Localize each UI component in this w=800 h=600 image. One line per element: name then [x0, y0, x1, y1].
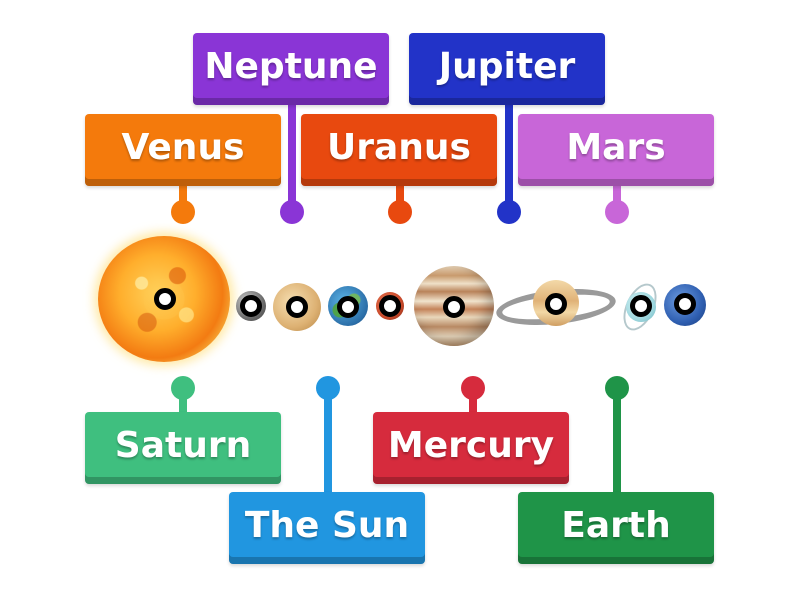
- label-earth-text: Earth: [561, 504, 671, 546]
- mars-connector: [613, 186, 621, 212]
- earth-drop-target[interactable]: [337, 296, 359, 318]
- saturn-connector: [179, 388, 187, 414]
- label-mars[interactable]: Mars: [518, 114, 714, 186]
- mercury-connector: [469, 388, 477, 414]
- label-earth[interactable]: Earth: [518, 492, 714, 564]
- label-jupiter[interactable]: Jupiter: [409, 33, 605, 105]
- jupiter-drop-target[interactable]: [443, 296, 465, 318]
- mercury-drop-target[interactable]: [240, 295, 262, 317]
- label-jupiter-text: Jupiter: [438, 45, 576, 87]
- neptune-drop-target[interactable]: [674, 293, 696, 315]
- uranus-drop-target[interactable]: [630, 295, 652, 317]
- label-uranus-text: Uranus: [327, 126, 471, 168]
- label-the-sun[interactable]: The Sun: [229, 492, 425, 564]
- neptune-connector: [288, 104, 296, 212]
- label-neptune-text: Neptune: [204, 45, 378, 87]
- jupiter-connector: [505, 104, 513, 212]
- label-neptune[interactable]: Neptune: [193, 33, 389, 105]
- jupiter-connector-dot: [497, 200, 521, 224]
- label-saturn-text: Saturn: [114, 424, 252, 466]
- earth-connector: [613, 388, 621, 494]
- label-mercury[interactable]: Mercury: [373, 412, 569, 484]
- uranus-connector-dot: [388, 200, 412, 224]
- label-the-sun-text: The Sun: [244, 504, 410, 546]
- uranus-connector: [396, 186, 404, 212]
- label-mars-text: Mars: [566, 126, 666, 168]
- label-mercury-text: Mercury: [387, 424, 555, 466]
- the-sun-connector: [324, 388, 332, 494]
- label-uranus[interactable]: Uranus: [301, 114, 497, 186]
- label-venus[interactable]: Venus: [85, 114, 281, 186]
- venus-connector-dot: [171, 200, 195, 224]
- sun-drop-target[interactable]: [154, 288, 176, 310]
- label-venus-text: Venus: [121, 126, 245, 168]
- mars-drop-target[interactable]: [379, 295, 401, 317]
- mars-connector-dot: [605, 200, 629, 224]
- saturn-drop-target[interactable]: [545, 293, 567, 315]
- neptune-connector-dot: [280, 200, 304, 224]
- venus-connector: [179, 186, 187, 212]
- label-saturn[interactable]: Saturn: [85, 412, 281, 484]
- venus-drop-target[interactable]: [286, 296, 308, 318]
